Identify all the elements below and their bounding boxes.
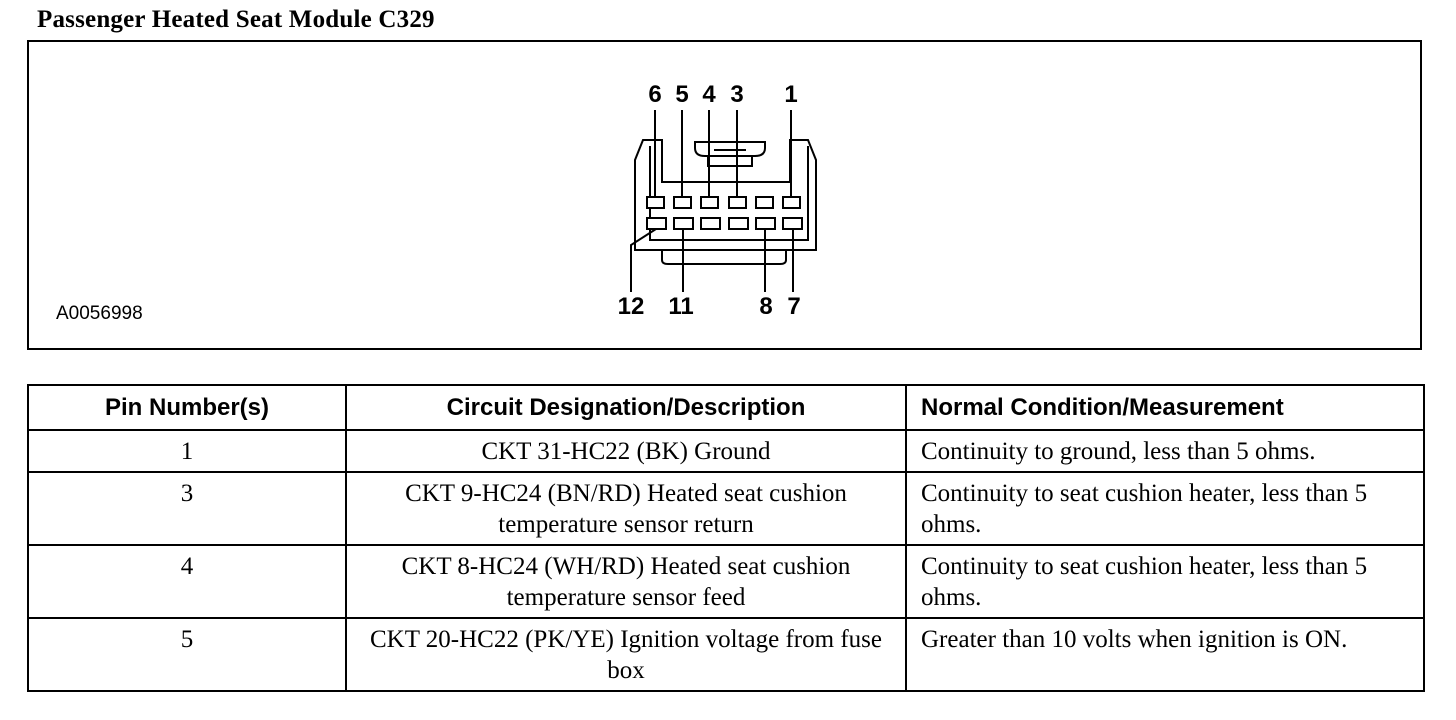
table-row: 3 CKT 9-HC24 (BN/RD) Heated seat cushion… [27, 471, 1425, 546]
condition-cell: Continuity to seat cushion heater, less … [905, 544, 1425, 619]
pin-table: Pin Number(s) Circuit Designation/Descri… [27, 384, 1425, 692]
table-row: 1 CKT 31-HC22 (BK) Ground Continuity to … [27, 429, 1425, 473]
pin-cell: 3 [27, 471, 347, 546]
pin-cell: 5 [27, 617, 347, 692]
pin-label-5: 5 [675, 81, 688, 108]
page-title: Passenger Heated Seat Module C329 [37, 6, 435, 33]
pin-label-1: 1 [784, 81, 797, 108]
pin-label-8: 8 [759, 293, 772, 320]
pin-label-7: 7 [787, 293, 800, 320]
pin-label-12: 12 [618, 293, 645, 320]
figure-id: A0056998 [56, 303, 143, 324]
circuit-cell: CKT 9-HC24 (BN/RD) Heated seat cushion t… [345, 471, 907, 546]
pin-label-3: 3 [730, 81, 743, 108]
circuit-cell: CKT 31-HC22 (BK) Ground [345, 429, 907, 473]
connector-diagram-frame [27, 40, 1422, 350]
table-row: 4 CKT 8-HC24 (WH/RD) Heated seat cushion… [27, 544, 1425, 619]
condition-cell: Greater than 10 volts when ignition is O… [905, 617, 1425, 692]
pin-cell: 4 [27, 544, 347, 619]
pin-label-6: 6 [648, 81, 661, 108]
condition-cell: Continuity to seat cushion heater, less … [905, 471, 1425, 546]
pin-cavities [646, 196, 803, 230]
header-pin-numbers: Pin Number(s) [27, 384, 347, 431]
pin-label-11: 11 [668, 293, 693, 320]
circuit-cell: CKT 20-HC22 (PK/YE) Ignition voltage fro… [345, 617, 907, 692]
connector-body [634, 139, 817, 265]
pin-leader-lines [630, 110, 794, 292]
table-header-row: Pin Number(s) Circuit Designation/Descri… [27, 384, 1425, 431]
table-row: 5 CKT 20-HC22 (PK/YE) Ignition voltage f… [27, 617, 1425, 692]
header-normal-condition: Normal Condition/Measurement [905, 384, 1425, 431]
condition-cell: Continuity to ground, less than 5 ohms. [905, 429, 1425, 473]
pin-label-4: 4 [702, 81, 716, 108]
header-circuit-designation: Circuit Designation/Description [345, 384, 907, 431]
pin-cell: 1 [27, 429, 347, 473]
circuit-cell: CKT 8-HC24 (WH/RD) Heated seat cushion t… [345, 544, 907, 619]
